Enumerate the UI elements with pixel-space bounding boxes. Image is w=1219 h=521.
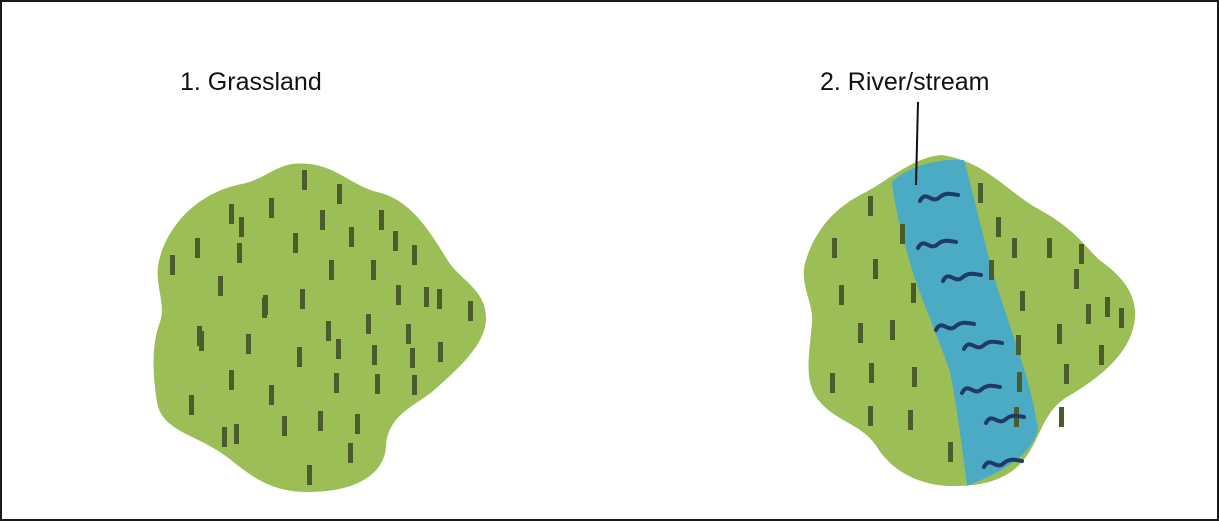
grass-blade-icon: [1016, 335, 1021, 355]
grass-blade-icon: [355, 414, 360, 434]
grass-blade-icon: [307, 465, 312, 485]
grass-blade-icon: [282, 416, 287, 436]
grass-blade-icon: [858, 323, 863, 343]
grass-blade-icon: [468, 301, 473, 321]
grass-blade-icon: [1119, 308, 1124, 328]
grass-blade-icon: [839, 285, 844, 305]
grass-blade-icon: [326, 321, 331, 341]
grass-blade-icon: [229, 370, 234, 390]
grass-blade-icon: [375, 374, 380, 394]
grass-blade-icon: [1086, 304, 1091, 324]
river-panel: [804, 102, 1135, 486]
grass-blade-icon: [890, 320, 895, 340]
grass-blade-icon: [229, 204, 234, 224]
grass-blade-icon: [337, 184, 342, 204]
grass-blade-icon: [348, 443, 353, 463]
grass-blade-icon: [1064, 364, 1069, 384]
grass-blade-icon: [318, 411, 323, 431]
grass-blade-icon: [989, 260, 994, 280]
grass-blade-icon: [234, 424, 239, 444]
grass-blade-icon: [371, 260, 376, 280]
grass-blade-icon: [911, 283, 916, 303]
grass-blade-icon: [393, 231, 398, 251]
grass-blade-icon: [297, 347, 302, 367]
grass-blade-icon: [900, 224, 905, 244]
grass-blade-icon: [1059, 407, 1064, 427]
grass-blade-icon: [1105, 297, 1110, 317]
grassland-panel: [154, 164, 486, 492]
grass-blade-icon: [978, 183, 983, 203]
grass-blade-icon: [372, 345, 377, 365]
grass-blade-icon: [410, 348, 415, 368]
grass-blade-icon: [1079, 244, 1084, 264]
grass-blade-icon: [199, 331, 204, 351]
grass-blade-icon: [406, 324, 411, 344]
grass-blade-icon: [424, 287, 429, 307]
grass-blade-icon: [873, 259, 878, 279]
grass-blade-icon: [948, 442, 953, 462]
grass-blade-icon: [189, 395, 194, 415]
grass-blade-icon: [912, 367, 917, 387]
grass-blade-icon: [366, 314, 371, 334]
grass-blade-icon: [1074, 269, 1079, 289]
grass-blade-icon: [222, 427, 227, 447]
grass-blade-icon: [830, 373, 835, 393]
grass-blade-icon: [379, 210, 384, 230]
grass-blade-icon: [996, 217, 1001, 237]
grass-blade-icon: [437, 289, 442, 309]
grass-blade-icon: [237, 243, 242, 263]
grass-blade-icon: [1012, 238, 1017, 258]
grass-blade-icon: [302, 170, 307, 190]
grass-blade-icon: [908, 410, 913, 430]
grass-blade-icon: [868, 196, 873, 216]
grass-blade-icon: [336, 339, 341, 359]
grass-blade-icon: [1057, 324, 1062, 344]
grass-blade-icon: [868, 406, 873, 426]
grass-blade-icon: [195, 238, 200, 258]
grass-blade-icon: [262, 298, 267, 318]
grass-blade-icon: [246, 334, 251, 354]
grass-blade-icon: [412, 245, 417, 265]
grassland-patch: [154, 164, 486, 492]
grass-blade-icon: [438, 342, 443, 362]
grass-blade-icon: [1017, 372, 1022, 392]
grass-blade-icon: [869, 363, 874, 383]
grass-blade-icon: [1020, 291, 1025, 311]
grass-blade-icon: [329, 260, 334, 280]
grass-blade-icon: [218, 276, 223, 296]
grass-blade-icon: [832, 238, 837, 258]
grass-blade-icon: [412, 375, 417, 395]
grass-blade-icon: [334, 373, 339, 393]
grass-blade-icon: [349, 227, 354, 247]
grass-blade-icon: [293, 233, 298, 253]
grass-blade-icon: [269, 385, 274, 405]
grass-blade-icon: [396, 285, 401, 305]
grass-blade-icon: [320, 210, 325, 230]
grass-blade-icon: [1047, 238, 1052, 258]
grass-blade-icon: [269, 198, 274, 218]
grass-blade-icon: [170, 255, 175, 275]
grass-blade-icon: [239, 217, 244, 237]
grass-blade-icon: [300, 289, 305, 309]
grass-blade-icon: [1099, 345, 1104, 365]
